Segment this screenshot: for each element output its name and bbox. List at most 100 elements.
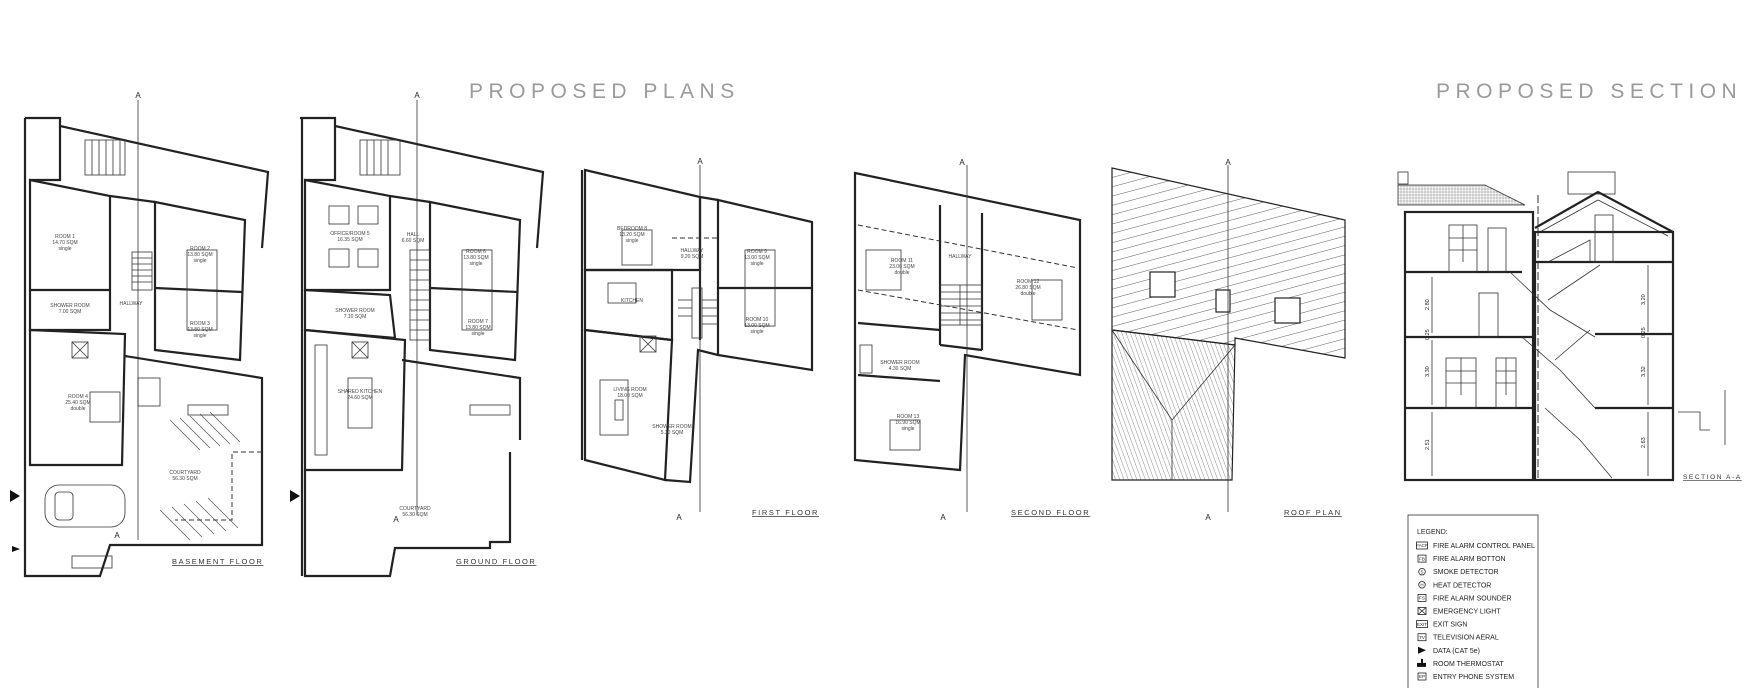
plan-label-roof: ROOF PLAN — [1284, 508, 1342, 517]
legend-label: TELEVISION AERAL — [1433, 635, 1499, 642]
svg-text:ROOM 1: ROOM 1 — [55, 234, 75, 240]
svg-text:16.35 SQM: 16.35 SQM — [337, 237, 362, 243]
television-aerial-icon: TV — [1417, 633, 1427, 642]
roof-plan: A A ROOF PLAN — [1111, 158, 1346, 522]
svg-text:4.30 SQM: 4.30 SQM — [889, 366, 912, 372]
svg-text:single: single — [901, 426, 914, 432]
svg-text:25.40 SQM: 25.40 SQM — [65, 400, 90, 406]
exit-sign-icon: EXIT — [1416, 620, 1428, 628]
svg-text:ROOM 3: ROOM 3 — [190, 321, 210, 327]
svg-text:3.30: 3.30 — [1425, 366, 1431, 377]
fire-alarm-control-panel-icon: FACP — [1416, 541, 1428, 550]
svg-text:EXIT: EXIT — [1417, 622, 1427, 627]
section-dimension: 2.80 3.30 2.51 3.20 3.32 2.63 0.25 0.25 — [1425, 294, 1647, 450]
section-marker-a: A — [697, 157, 703, 166]
svg-text:13.80 SQM: 13.80 SQM — [465, 325, 490, 331]
room-thermostat-icon — [1417, 658, 1426, 667]
legend-label: FIRE ALARM BOTTON — [1433, 556, 1506, 563]
svg-text:13.80 SQM: 13.80 SQM — [187, 327, 212, 333]
legend-item: EMERGENCY LIGHT — [1417, 607, 1501, 616]
svg-text:COURTYARD: COURTYARD — [169, 470, 201, 476]
svg-text:23.00 SQM: 23.00 SQM — [889, 264, 914, 270]
svg-text:18.00 SQM: 18.00 SQM — [617, 393, 642, 399]
proposed-plans-title: PROPOSED PLANS — [469, 80, 740, 103]
svg-text:ROOM 12: ROOM 12 — [1017, 279, 1040, 285]
svg-text:COURTYARD: COURTYARD — [399, 506, 431, 512]
svg-text:single: single — [469, 261, 482, 267]
svg-text:HALLWAY: HALLWAY — [949, 254, 973, 260]
legend-label: ENTRY PHONE SYSTEM — [1433, 674, 1514, 681]
svg-text:56.30 SQM: 56.30 SQM — [172, 476, 197, 482]
section-marker-a: A — [135, 91, 141, 100]
roof-window — [1149, 271, 1176, 298]
svg-text:double: double — [70, 406, 85, 412]
svg-text:FACP: FACP — [1416, 543, 1428, 548]
section-label: SECTION A-A — [1683, 474, 1742, 481]
svg-text:single: single — [58, 246, 71, 252]
section-marker-a: A — [1225, 158, 1231, 167]
svg-text:H: H — [1420, 582, 1423, 587]
svg-text:ROOM 9: ROOM 9 — [747, 249, 767, 255]
plan-label-basement: BASEMENT FLOOR — [172, 557, 263, 566]
heat-detector-icon: H — [1418, 581, 1426, 589]
svg-text:BEDROOM 8: BEDROOM 8 — [617, 226, 647, 232]
svg-text:ROOM 13: ROOM 13 — [897, 414, 920, 420]
data-outlet-icon — [1418, 646, 1426, 654]
section-marker-a: A — [1205, 513, 1211, 522]
svg-text:13.80 SQM: 13.80 SQM — [463, 255, 488, 261]
legend-label: FIRE ALARM CONTROL PANEL — [1433, 543, 1535, 550]
section-marker-a: A — [676, 513, 682, 522]
svg-text:SHOWER ROOM: SHOWER ROOM — [335, 308, 374, 314]
svg-text:2.80: 2.80 — [1425, 299, 1431, 310]
svg-text:FB: FB — [1419, 556, 1425, 561]
svg-text:3.32: 3.32 — [1641, 366, 1647, 377]
svg-text:16.90 SQM: 16.90 SQM — [895, 420, 920, 426]
svg-text:OFFICE/ROOM 5: OFFICE/ROOM 5 — [330, 231, 370, 237]
svg-text:26.80 SQM: 26.80 SQM — [1015, 285, 1040, 291]
svg-text:double: double — [1020, 291, 1035, 297]
svg-text:5.30 SQM: 5.30 SQM — [661, 430, 684, 436]
svg-text:56.30 SQM: 56.30 SQM — [402, 512, 427, 518]
svg-text:single: single — [193, 333, 206, 339]
svg-text:HALLWAY: HALLWAY — [120, 301, 144, 307]
svg-text:KITCHEN: KITCHEN — [621, 298, 643, 304]
svg-text:7.10 SQM: 7.10 SQM — [344, 314, 367, 320]
legend-item: FS FIRE ALARM SOUNDER — [1417, 594, 1512, 602]
entry-arrow-icon — [290, 490, 300, 502]
svg-text:ROOM 11: ROOM 11 — [891, 258, 913, 264]
smoke-detector-icon: S — [1418, 568, 1426, 576]
plan-label-first: FIRST FLOOR — [752, 508, 819, 517]
svg-text:ROOM 10: ROOM 10 — [746, 317, 769, 323]
svg-text:2.63: 2.63 — [1641, 437, 1647, 448]
svg-text:SHOWER ROOM: SHOWER ROOM — [880, 360, 919, 366]
legend-label: EXIT SIGN — [1433, 622, 1468, 629]
entry-arrow-icon — [10, 490, 20, 502]
section-marker-a: A — [114, 531, 120, 540]
legend-item: ROOM THERMOSTAT — [1417, 658, 1505, 668]
svg-text:24.60 SQM: 24.60 SQM — [347, 395, 372, 401]
svg-text:SHOWER ROOM: SHOWER ROOM — [50, 303, 89, 309]
svg-text:13.80 SQM: 13.80 SQM — [187, 252, 212, 258]
legend-item: FACP FIRE ALARM CONTROL PANEL — [1416, 541, 1535, 550]
legend-label: FIRE ALARM SOUNDER — [1433, 595, 1512, 602]
section-a-a: 2.80 3.30 2.51 3.20 3.32 2.63 0.25 0.25 … — [1397, 171, 1742, 482]
svg-text:ROOM 6: ROOM 6 — [466, 249, 486, 255]
fire-alarm-sounder-icon: FS — [1417, 594, 1427, 602]
emergency-light-icon — [1417, 607, 1427, 615]
svg-text:single: single — [471, 331, 484, 337]
fire-alarm-button-icon: FB — [1417, 554, 1427, 563]
legend-label: EMERGENCY LIGHT — [1433, 609, 1501, 616]
plan-label-second: SECOND FLOOR — [1011, 508, 1090, 517]
svg-text:7.00 SQM: 7.00 SQM — [59, 309, 82, 315]
legend-label: DATA (CAT 5e) — [1433, 648, 1480, 655]
svg-text:13.20 SQM: 13.20 SQM — [619, 232, 644, 238]
section-marker-a: A — [393, 515, 399, 524]
